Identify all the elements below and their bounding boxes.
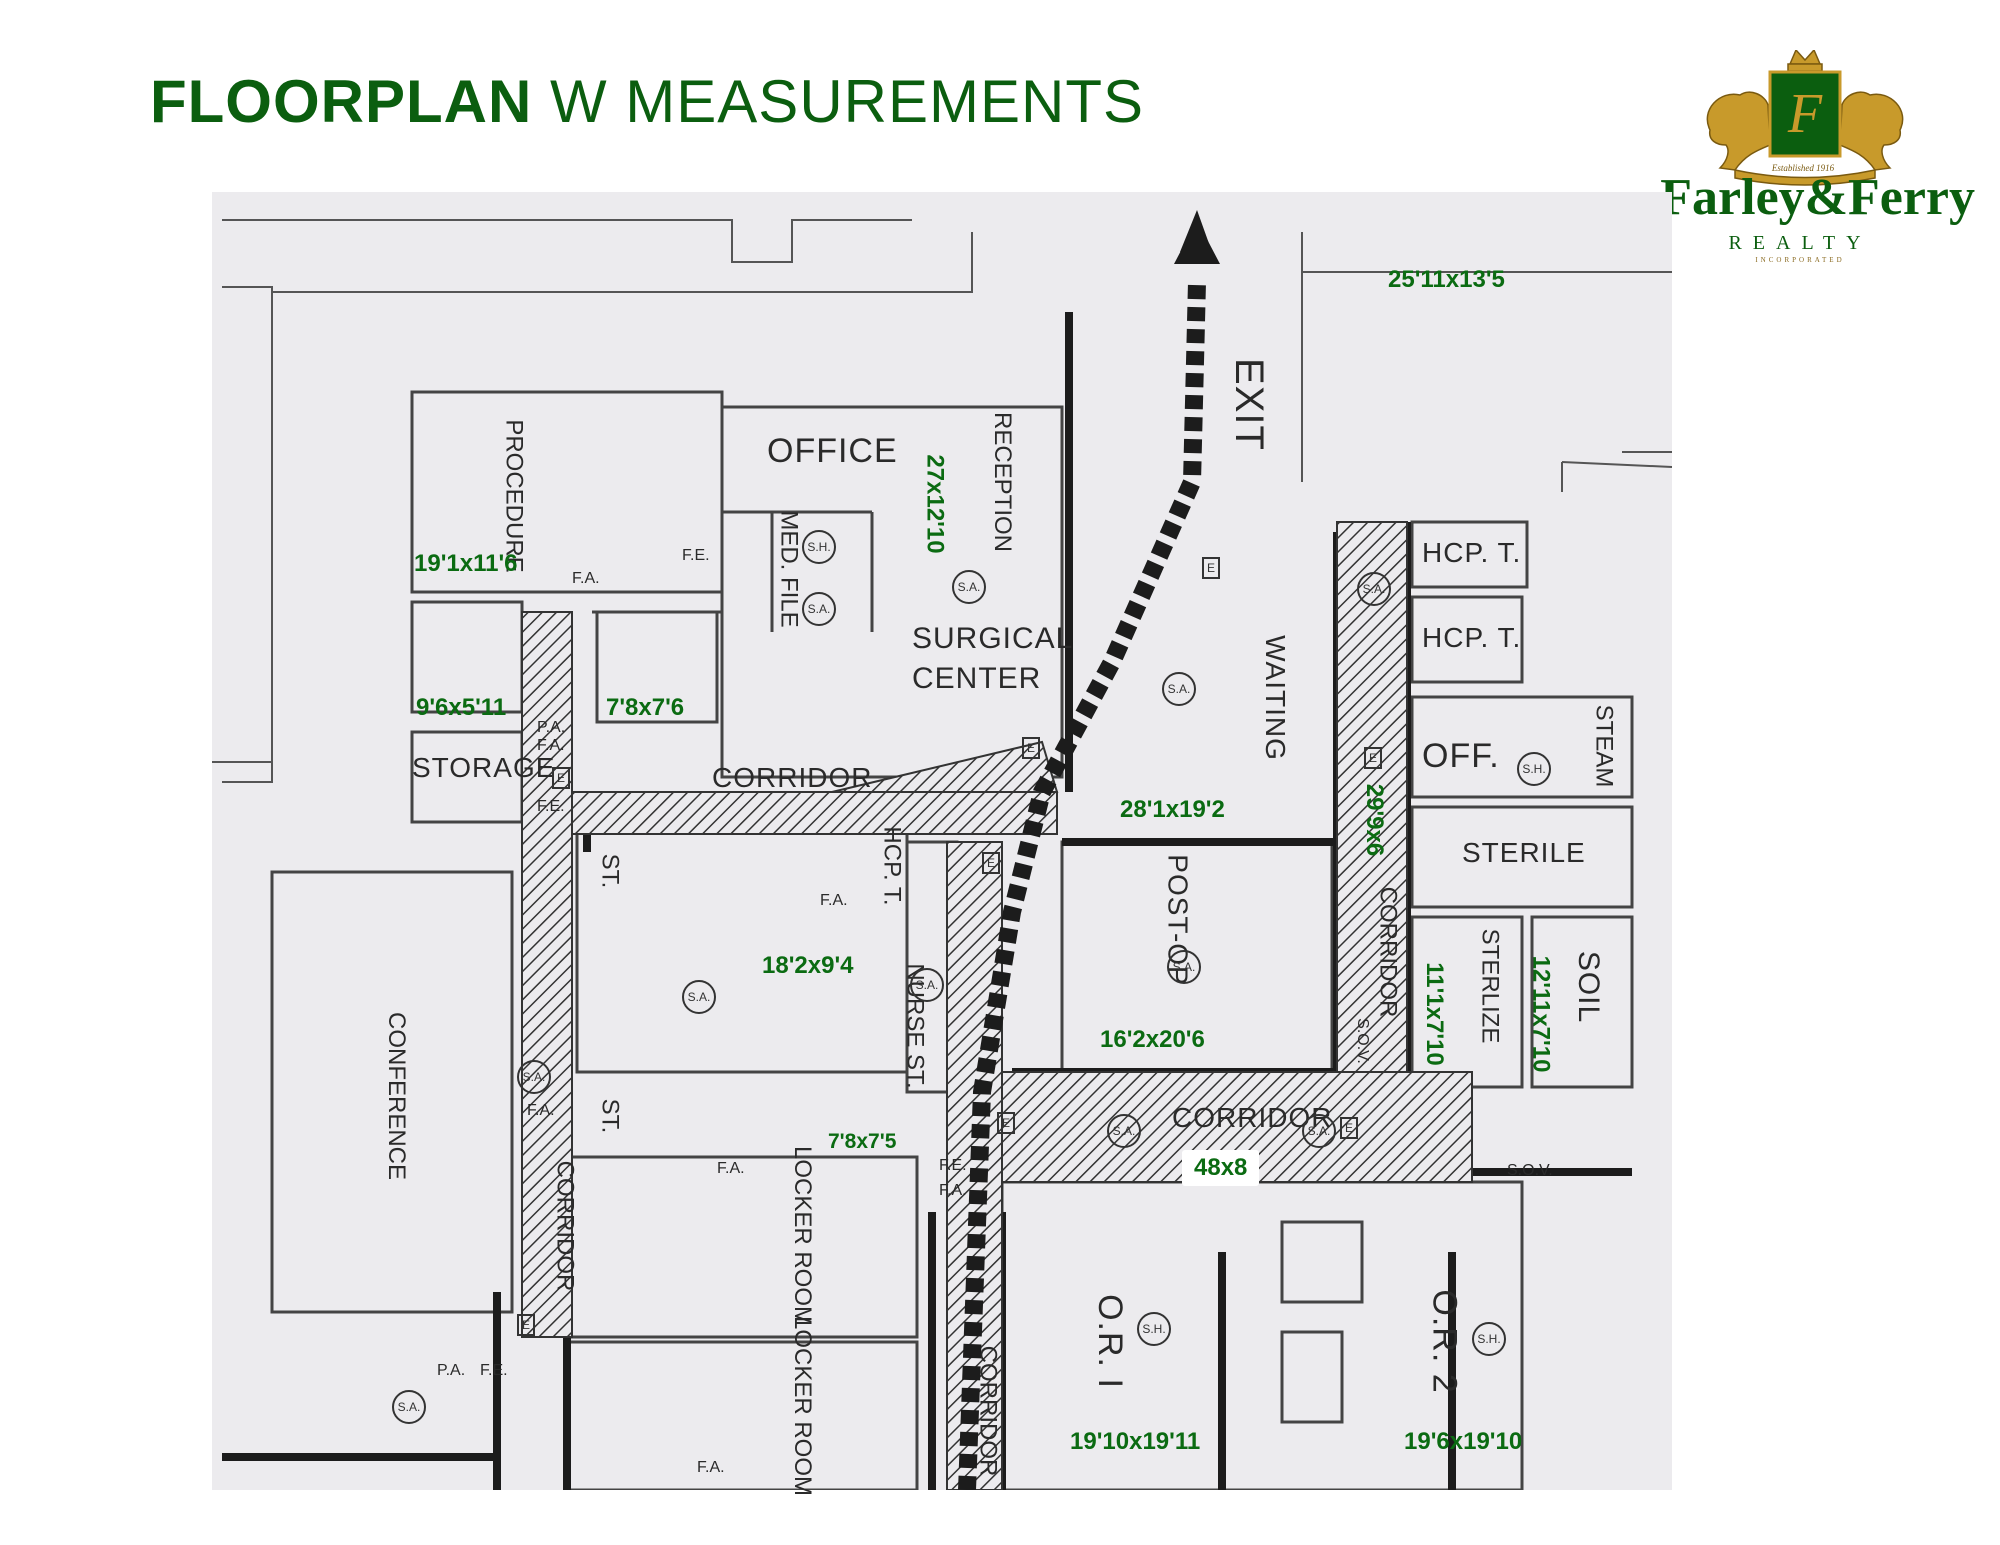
label-office: OFFICE xyxy=(767,432,898,470)
logo-realty: REALTY xyxy=(1728,232,1872,254)
measure-post-op: 16'2x20'6 xyxy=(1100,1026,1205,1053)
fe-note: F.E. xyxy=(682,547,710,564)
pa-note: P.A. xyxy=(537,719,566,736)
measure-procedure: 19'1x11'6 xyxy=(414,550,518,577)
label-sterile: STERILE xyxy=(1462,837,1586,868)
measure-waiting: 28'1x19'2 xyxy=(1120,796,1225,823)
sa-symbol: S.A. xyxy=(1162,672,1196,706)
label-corridor-bottom: CORRIDOR xyxy=(974,1345,1002,1477)
logo-incorporated: INCORPORATED xyxy=(1755,256,1845,264)
fa-note: F.A. xyxy=(717,1160,745,1177)
sh-symbol: S.H. xyxy=(1517,752,1551,786)
sa-symbol: S.A. xyxy=(517,1060,551,1094)
measure-corridor-right: 29'9x6 xyxy=(1361,783,1389,857)
e-symbol: E xyxy=(1340,1117,1358,1139)
fa-note: F.A. xyxy=(697,1459,725,1476)
label-surgical: SURGICAL xyxy=(912,622,1074,655)
label-waiting: WAITING xyxy=(1259,635,1291,761)
measure-sterilize: 11'1x7'10 xyxy=(1420,962,1448,1066)
page-title: FLOORPLAN W MEASUREMENTS xyxy=(150,72,1144,132)
label-corridor-left: CORRIDOR xyxy=(551,1160,579,1292)
fa-note: F.A. xyxy=(939,1182,967,1199)
label-soil: SOIL xyxy=(1572,950,1606,1024)
floorplan-drawing xyxy=(212,210,1672,1490)
measure-reception: 27x12'10 xyxy=(921,454,949,554)
sa-symbol: S.A. xyxy=(1167,950,1201,984)
sov-note: S.O.V. xyxy=(1507,1162,1553,1179)
e-symbol: E xyxy=(982,852,1000,874)
fa-note: F.A. xyxy=(527,1102,555,1119)
sh-symbol: S.H. xyxy=(1137,1312,1171,1346)
measure-corridor-main: 48x8 xyxy=(1182,1150,1260,1186)
measure-top-right: 25'11x13'5 xyxy=(1388,266,1505,293)
label-or1: O.R. I xyxy=(1090,1294,1129,1389)
label-or2: O.R. 2 xyxy=(1425,1289,1464,1394)
label-st-2: ST. xyxy=(596,1098,624,1134)
label-locker-room-1: LOCKER ROOM xyxy=(789,1145,817,1327)
sa-symbol: S.A. xyxy=(952,570,986,604)
label-center: CENTER xyxy=(912,662,1042,695)
pa-note: P.A. xyxy=(437,1362,466,1379)
sa-symbol: S.A. xyxy=(1302,1114,1336,1148)
label-sterilize: STERLIZE xyxy=(1476,928,1504,1044)
label-conference: CONFERENCE xyxy=(383,1011,411,1181)
logo-established: Established 1916 xyxy=(1771,163,1835,173)
logo-monogram: F xyxy=(1787,83,1823,145)
farley-ferry-crest-icon: F xyxy=(1706,50,1904,186)
sa-symbol: S.A. xyxy=(392,1390,426,1424)
label-hcp-t-3: HCP. T. xyxy=(878,826,906,906)
sa-symbol: S.A. xyxy=(1357,572,1391,606)
fe-note: F.E. xyxy=(537,798,565,815)
measure-or1: 19'10x19'11 xyxy=(1070,1428,1201,1455)
e-symbol: E xyxy=(1022,737,1040,759)
sa-symbol: S.A. xyxy=(910,968,944,1002)
logo-brand: Farley&Ferry xyxy=(1660,169,1975,226)
label-reception: RECEPTION xyxy=(989,411,1017,553)
label-corridor-top: CORRIDOR xyxy=(712,762,873,793)
label-storage: STORAGE xyxy=(412,752,556,783)
title-light: W MEASUREMENTS xyxy=(549,68,1145,135)
fe-note: F.E. xyxy=(939,1157,967,1174)
measure-small-a: 9'6x5'11 xyxy=(416,694,507,721)
measure-soil: 12'11x7'10 xyxy=(1527,955,1555,1073)
measure-nurse: 18'2x9'4 xyxy=(762,952,854,979)
measure-closet: 7'8x7'5 xyxy=(828,1130,897,1153)
measure-or2: 19'6x19'10 xyxy=(1404,1428,1523,1455)
label-st-1: ST. xyxy=(596,853,624,889)
label-off: OFF. xyxy=(1422,737,1500,775)
label-hcp-t-2: HCP. T. xyxy=(1422,622,1522,653)
sh-symbol: S.H. xyxy=(1472,1322,1506,1356)
e-symbol: E xyxy=(997,1112,1015,1134)
sa-symbol: S.A. xyxy=(1107,1114,1141,1148)
sh-symbol: S.H. xyxy=(802,530,836,564)
e-symbol: E xyxy=(1202,557,1220,579)
sov-note: S.O.V. xyxy=(1353,1018,1371,1064)
sa-symbol: S.A. xyxy=(802,592,836,626)
fa-note: F.A. xyxy=(572,570,600,587)
label-corridor-right: CORRIDOR xyxy=(1374,886,1402,1018)
fa-note: F.A. xyxy=(537,737,565,754)
label-exit: EXIT xyxy=(1226,358,1271,451)
label-locker-room-2: LOCKER ROOM xyxy=(789,1315,817,1497)
e-symbol: E xyxy=(517,1314,535,1336)
label-steam: STEAM xyxy=(1590,704,1618,788)
label-med-file: MED. FILE xyxy=(775,510,803,628)
e-symbol: E xyxy=(552,767,570,789)
title-bold: FLOORPLAN xyxy=(150,68,533,135)
floorplan: OFFICE RECEPTION PROCEDURE MED. FILE SUR… xyxy=(212,192,1672,1496)
e-symbol: E xyxy=(1364,747,1382,769)
fe-note: F.E. xyxy=(480,1362,508,1379)
fa-note: F.A. xyxy=(820,892,848,909)
sa-symbol: S.A. xyxy=(682,980,716,1014)
label-hcp-t-1: HCP. T. xyxy=(1422,537,1522,568)
measure-small-b: 7'8x7'6 xyxy=(606,694,685,721)
